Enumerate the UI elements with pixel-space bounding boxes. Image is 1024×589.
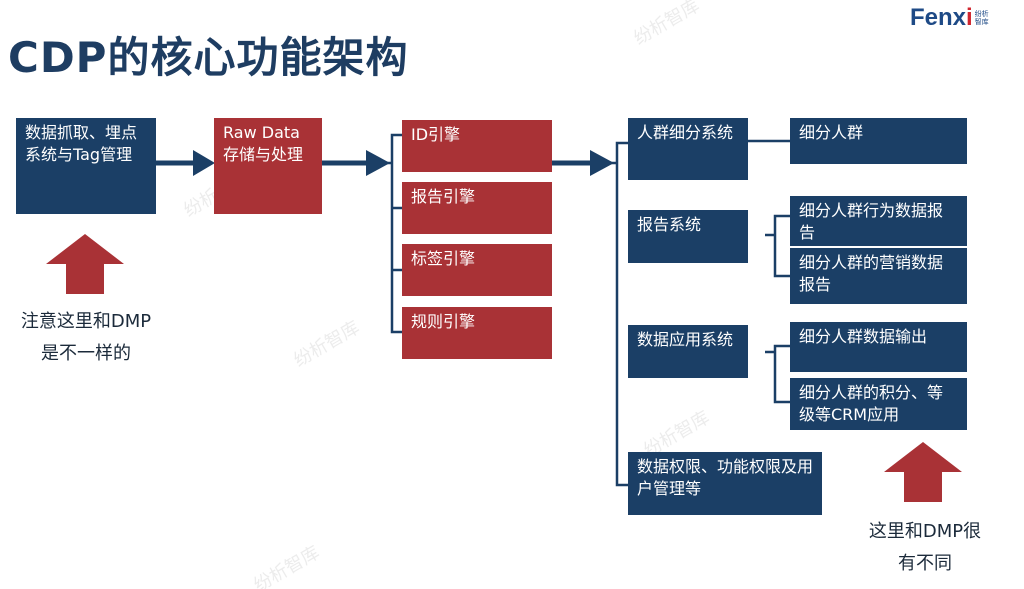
arrow-head	[590, 150, 614, 176]
note-line: 是不一样的	[41, 343, 131, 364]
system-box: 数据应用系统	[628, 325, 748, 378]
engine-box: 规则引擎	[402, 307, 552, 359]
logo-sub: 纷析智库	[974, 10, 989, 26]
storage-box: Raw Data 存储与处理	[214, 118, 322, 214]
system-box: 人群细分系统	[628, 118, 748, 180]
engine-box: ID引擎	[402, 120, 552, 172]
output-box: 细分人群行为数据报告	[790, 196, 967, 246]
output-box: 细分人群的营销数据报告	[790, 248, 967, 304]
left-note: 注意这里和DMP 是不一样的	[0, 306, 172, 370]
note-line: 注意这里和DMP	[20, 311, 152, 332]
source-box: 数据抓取、埋点系统与Tag管理	[16, 118, 156, 214]
output-box: 细分人群数据输出	[790, 322, 967, 372]
output-box: 细分人群的积分、等级等CRM应用	[790, 378, 967, 430]
engine-box: 报告引擎	[402, 182, 552, 234]
system-box: 报告系统	[628, 210, 748, 263]
up-arrow-icon	[884, 442, 962, 502]
page-title: CDP的核心功能架构	[8, 33, 409, 82]
arrow-head	[193, 150, 215, 176]
right-note: 这里和DMP很 有不同	[845, 516, 1005, 580]
up-arrow-icon	[46, 234, 124, 294]
arrow-head	[366, 150, 390, 176]
note-line: 有不同	[898, 553, 952, 574]
note-line: 这里和DMP很	[868, 521, 982, 542]
engine-box: 标签引擎	[402, 244, 552, 296]
system-box: 数据权限、功能权限及用户管理等	[628, 452, 822, 515]
output-box: 细分人群	[790, 118, 967, 164]
logo-text: Fenx	[910, 4, 967, 31]
logo-accent: i	[966, 4, 973, 31]
